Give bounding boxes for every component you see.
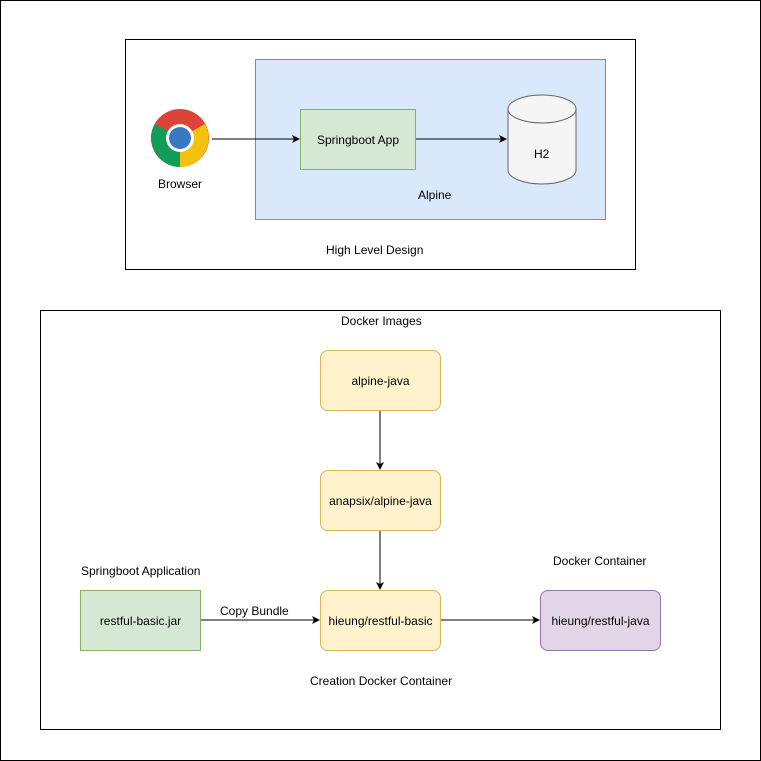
cylinder-icon xyxy=(507,93,577,186)
restful-basic-node: hieung/restful-basic xyxy=(320,590,441,651)
alpine-label: Alpine xyxy=(418,188,452,202)
chrome-icon xyxy=(150,108,210,168)
anapsix-alpine-java-label: anapsix/alpine-java xyxy=(329,493,432,508)
restful-basic-jar-box: restful-basic.jar xyxy=(80,590,201,651)
browser-label: Browser xyxy=(158,177,203,191)
springboot-application-caption: Springboot Application xyxy=(81,564,201,578)
springboot-app-box: Springboot App xyxy=(300,109,416,170)
creation-docker-container-caption: Creation Docker Container xyxy=(310,674,453,688)
springboot-app-label: Springboot App xyxy=(316,132,400,147)
restful-basic-jar-label: restful-basic.jar xyxy=(99,613,182,628)
high-level-design-caption: High Level Design xyxy=(326,243,424,257)
docker-images-title: Docker Images xyxy=(341,314,422,328)
alpine-java-label: alpine-java xyxy=(351,373,410,388)
restful-java-label: hieung/restful-java xyxy=(551,613,650,628)
docker-container-caption: Docker Container xyxy=(553,554,647,568)
copy-bundle-label: Copy Bundle xyxy=(220,604,289,618)
restful-basic-label: hieung/restful-basic xyxy=(328,613,433,628)
alpine-java-node: alpine-java xyxy=(320,350,441,411)
db-label: H2 xyxy=(534,147,550,161)
restful-java-node: hieung/restful-java xyxy=(540,590,661,651)
anapsix-alpine-java-node: anapsix/alpine-java xyxy=(320,470,441,531)
